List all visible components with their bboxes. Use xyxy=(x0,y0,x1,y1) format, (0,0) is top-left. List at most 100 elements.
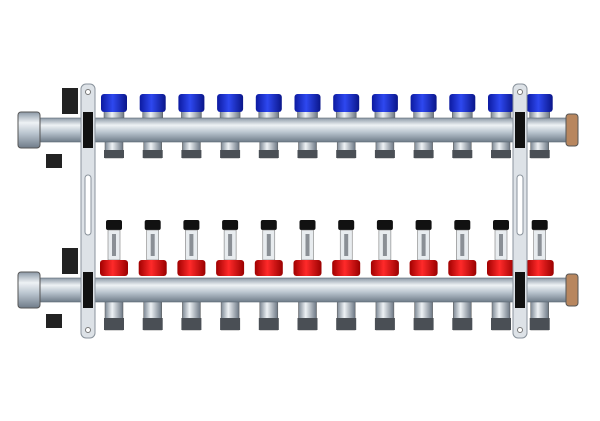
blue-valve-cap xyxy=(101,94,127,112)
circuit-7 xyxy=(332,94,361,331)
bracket-slot xyxy=(84,174,92,236)
blue-valve-cap xyxy=(255,94,282,112)
red-flow-collar xyxy=(254,260,283,276)
red-flow-collar xyxy=(525,260,554,276)
bracket-screw xyxy=(517,89,523,95)
blue-valve-cap xyxy=(294,94,321,112)
circuit-3 xyxy=(177,94,206,331)
flowmeter-scale xyxy=(499,234,503,256)
flowmeter-cap xyxy=(338,220,355,230)
return-outlet-nut xyxy=(529,150,550,158)
bracket-screw xyxy=(85,327,91,333)
return-outlet-nut xyxy=(452,150,473,158)
return-outlet-nut xyxy=(374,150,395,158)
flowmeter-scale xyxy=(382,234,387,256)
red-flow-collar xyxy=(293,260,322,276)
bracket-screw xyxy=(517,327,523,333)
flowmeter-scale xyxy=(150,234,155,256)
flow-outlet-nut xyxy=(529,318,550,330)
flowmeter-scale xyxy=(344,234,349,256)
bracket-clamp-top xyxy=(83,112,93,148)
flowmeter-cap xyxy=(454,220,471,230)
red-flow-collar xyxy=(100,260,128,276)
return-outlet-nut xyxy=(413,150,434,158)
flowmeter-cap xyxy=(106,220,122,230)
circuit-5 xyxy=(254,94,283,331)
return-outlet-nut xyxy=(491,150,511,158)
circuit-12 xyxy=(525,94,554,331)
circuit-10 xyxy=(448,94,477,331)
blue-valve-cap xyxy=(139,94,166,112)
left-bracket xyxy=(80,83,96,339)
flow-outlet-nut xyxy=(336,318,357,330)
circuit-2 xyxy=(138,94,167,331)
air-vent-top xyxy=(62,88,78,114)
blue-valve-cap xyxy=(178,94,205,112)
bracket-screw xyxy=(85,89,91,95)
flow-pipe xyxy=(21,277,579,303)
flowmeter-scale xyxy=(460,234,465,256)
flow-outlet-nut xyxy=(374,318,395,330)
flow-outlet-nut xyxy=(220,318,241,330)
red-flow-collar xyxy=(487,260,515,276)
red-flow-collar xyxy=(409,260,438,276)
blue-valve-cap xyxy=(371,94,398,112)
return-inlet-fitting xyxy=(17,111,41,149)
flowmeter-scale xyxy=(112,234,116,256)
flow-outlet-nut xyxy=(452,318,473,330)
return-end-cap xyxy=(565,113,579,147)
bracket-slot xyxy=(516,174,524,236)
flow-inlet-fitting xyxy=(17,271,41,309)
air-vent-bottom xyxy=(62,248,78,274)
return-outlet-nut xyxy=(258,150,279,158)
flow-outlet-nut xyxy=(181,318,202,330)
circuit-9 xyxy=(409,94,438,331)
flowmeter-cap xyxy=(493,220,509,230)
return-outlet-nut xyxy=(181,150,202,158)
return-outlet-nut xyxy=(104,150,124,158)
blue-valve-cap xyxy=(449,94,476,112)
flowmeter-cap xyxy=(415,220,432,230)
flowmeter-cap xyxy=(376,220,393,230)
flowmeter-cap xyxy=(260,220,277,230)
flowmeter-cap xyxy=(222,220,239,230)
flowmeter-cap xyxy=(183,220,200,230)
drain-valve-top xyxy=(46,154,62,168)
flow-outlet-nut xyxy=(413,318,434,330)
bracket-clamp-bottom xyxy=(515,272,525,308)
circuit-6 xyxy=(293,94,322,331)
blue-valve-cap xyxy=(217,94,244,112)
red-flow-collar xyxy=(448,260,477,276)
flowmeter-cap xyxy=(531,220,548,230)
flowmeter-cap xyxy=(144,220,161,230)
flow-outlet-nut xyxy=(297,318,318,330)
return-outlet-nut xyxy=(336,150,357,158)
blue-valve-cap xyxy=(488,94,514,112)
flow-outlet-nut xyxy=(491,318,511,330)
blue-valve-cap xyxy=(410,94,437,112)
return-outlet-nut xyxy=(297,150,318,158)
drain-valve-bottom xyxy=(46,314,62,328)
flowmeter-scale xyxy=(228,234,233,256)
bracket-clamp-bottom xyxy=(83,272,93,308)
flow-outlet-nut xyxy=(258,318,279,330)
circuit-11 xyxy=(487,94,515,331)
return-pipe xyxy=(21,117,579,143)
flow-end-cap xyxy=(565,273,579,307)
flowmeter-scale xyxy=(421,234,426,256)
flow-outlet-nut xyxy=(142,318,163,330)
bracket-clamp-top xyxy=(515,112,525,148)
flowmeter-scale xyxy=(266,234,271,256)
blue-valve-cap xyxy=(526,94,553,112)
red-flow-collar xyxy=(332,260,361,276)
red-flow-collar xyxy=(370,260,399,276)
flowmeter-scale xyxy=(305,234,310,256)
flowmeter-scale xyxy=(537,234,542,256)
red-flow-collar xyxy=(177,260,206,276)
right-bracket xyxy=(512,83,528,339)
blue-valve-cap xyxy=(333,94,360,112)
red-flow-collar xyxy=(216,260,245,276)
flowmeter-scale xyxy=(189,234,194,256)
return-outlet-nut xyxy=(220,150,241,158)
